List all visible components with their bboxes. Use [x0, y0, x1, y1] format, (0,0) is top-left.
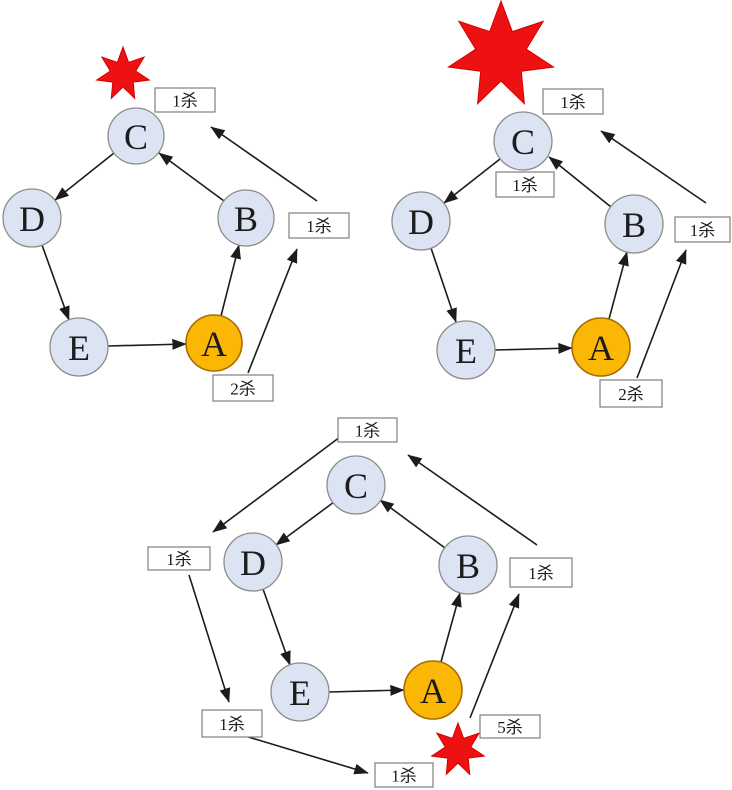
node-A-label: A [588, 328, 614, 368]
edge-B-C [548, 156, 612, 208]
node-D-label: D [19, 199, 45, 239]
node-C-label: C [344, 466, 368, 506]
node-D-label: D [240, 543, 266, 583]
kill-label-box [479, 714, 541, 739]
kill-label-box [509, 557, 573, 588]
explosion-star [446, 0, 556, 106]
node-B-label: B [456, 546, 480, 586]
node-E-label: E [68, 328, 90, 368]
edge-D-E [41, 244, 70, 321]
node-C-circle [326, 455, 386, 515]
node-A-circle [185, 314, 243, 372]
kill-label-box [542, 88, 604, 115]
edge-A-B [608, 251, 629, 320]
node-A-label: A [201, 324, 227, 364]
edge-E-A [328, 684, 405, 696]
node-D-circle [2, 188, 62, 248]
node-E-circle [49, 317, 109, 377]
node-B-label: B [622, 205, 646, 245]
kill-label-text: 5杀 [497, 718, 523, 737]
scenario-1: 1杀 1杀 2杀 C D B E A [2, 45, 350, 402]
edge-D-E [430, 247, 457, 323]
kill-label-box [201, 709, 263, 738]
node-E-label: E [455, 331, 477, 371]
edge-B-C [379, 499, 446, 549]
edge-C-D [54, 152, 115, 201]
kill-label-text: 1杀 [391, 767, 417, 786]
node-E-circle [436, 320, 496, 380]
node-B-circle [217, 189, 275, 247]
kill-chain-arrow [600, 130, 707, 204]
kill-label-text: 1杀 [172, 92, 198, 111]
kill-label-box [374, 762, 434, 788]
kill-label-box [599, 379, 663, 408]
kill-label-text: 1杀 [355, 422, 381, 441]
edge-D-E [262, 588, 291, 666]
explosion-star [430, 721, 486, 776]
edge-A-B [440, 592, 462, 663]
scenario-2: 1杀 1杀 1杀 2杀 C D B E A [391, 0, 731, 408]
kill-label-box [495, 171, 555, 198]
node-C-label: C [511, 122, 535, 162]
kill-chain-arrow [469, 593, 520, 719]
kill-chain-arrow [407, 454, 538, 546]
kill-label-text: 1杀 [690, 221, 716, 240]
edge-C-D [275, 501, 335, 546]
kill-chain-arrow [247, 248, 298, 374]
edge-E-A [107, 338, 187, 350]
kill-chain-arrow [212, 436, 341, 533]
node-B-circle [438, 535, 498, 595]
kill-label-box [154, 87, 216, 113]
node-C-circle [107, 107, 165, 165]
node-C-label: C [124, 117, 148, 157]
scenario-3: 1杀 1杀 1杀 1杀 1杀 5杀 C D B E A [147, 417, 573, 788]
kill-label-text: 1杀 [166, 550, 192, 569]
kill-label-text: 1杀 [560, 93, 586, 112]
kill-chain-arrow [244, 735, 369, 775]
edge-E-A [494, 342, 573, 354]
node-D-label: D [408, 202, 434, 242]
kill-chain-arrow [210, 126, 318, 202]
edge-A-B [220, 244, 241, 317]
kill-chain-arrow [636, 249, 687, 379]
node-C-circle [493, 111, 553, 171]
kill-chain-arrow [188, 574, 231, 703]
kill-label-box [212, 374, 274, 402]
edge-B-C [158, 152, 225, 202]
kill-label-box [337, 417, 398, 443]
node-A-circle [571, 317, 631, 377]
node-B-circle [604, 194, 664, 254]
node-D-circle [391, 191, 451, 251]
kill-label-text: 2杀 [230, 380, 256, 399]
node-A-label: A [420, 671, 446, 711]
kill-label-box [288, 212, 350, 239]
node-D-circle [223, 532, 283, 592]
kill-label-box [147, 546, 211, 571]
kill-label-text: 1杀 [306, 217, 332, 236]
kill-label-text: 1杀 [219, 715, 245, 734]
explosion-star [95, 45, 151, 100]
kill-label-text: 1杀 [528, 564, 554, 583]
kill-label-box [674, 216, 731, 243]
node-E-label: E [289, 673, 311, 713]
kill-label-text: 2杀 [618, 385, 644, 404]
node-A-circle [403, 660, 463, 720]
node-E-circle [270, 662, 330, 722]
node-B-label: B [234, 199, 258, 239]
edge-C-D [443, 158, 501, 204]
kill-label-text: 1杀 [512, 176, 538, 195]
